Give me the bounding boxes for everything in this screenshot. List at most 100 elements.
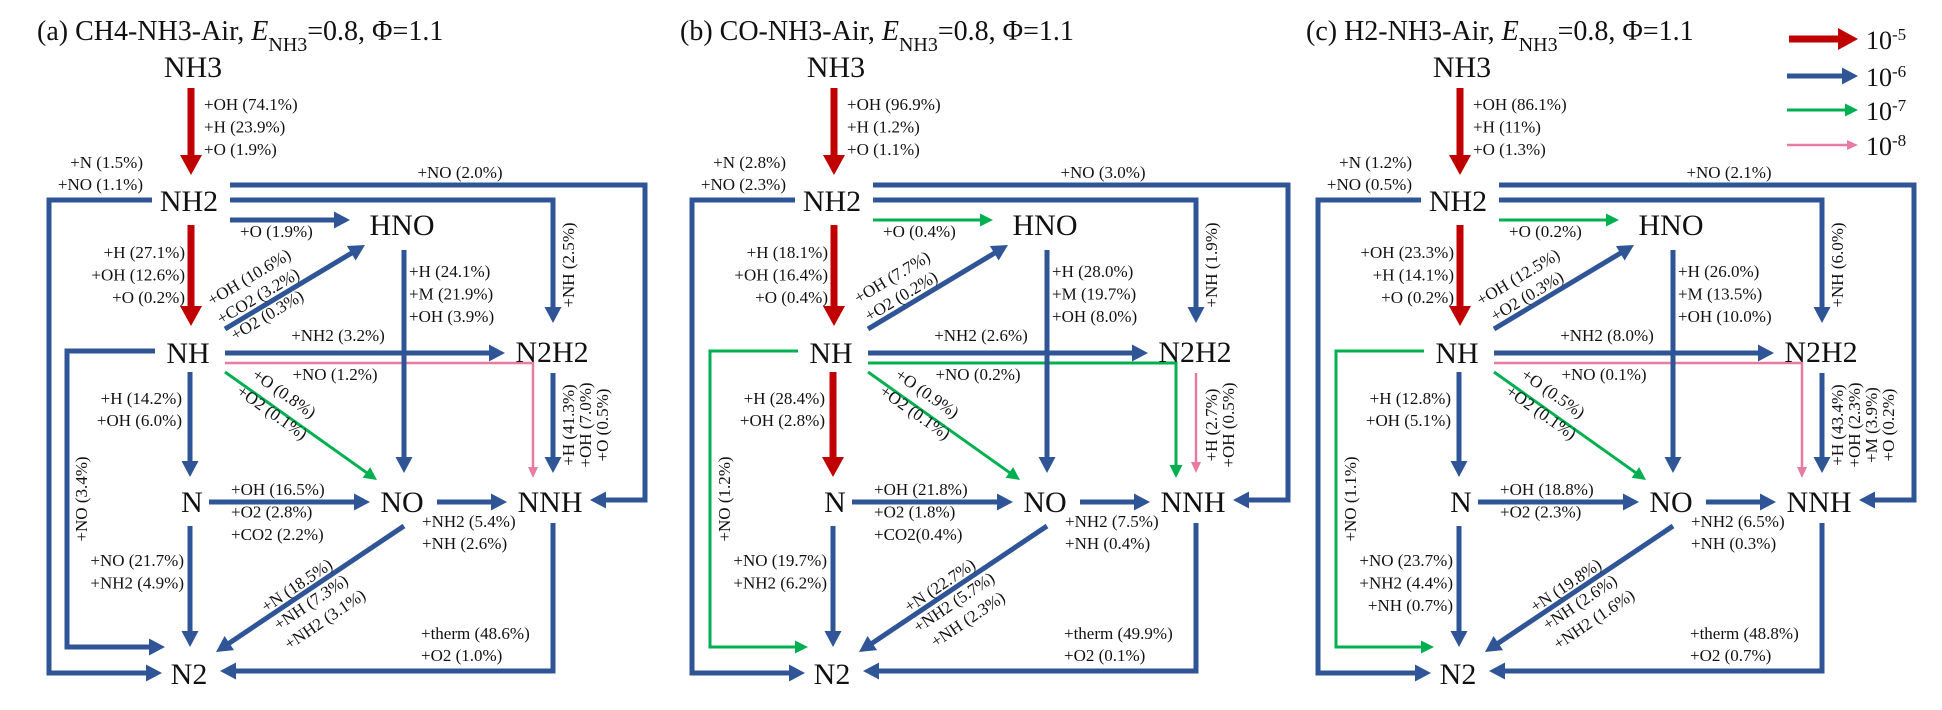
- species-no: NO: [1023, 486, 1066, 519]
- reaction-label: +NH2 (5.4%): [422, 512, 516, 531]
- arrow-head: [181, 461, 199, 477]
- reaction-label: +NO (19.7%): [733, 551, 827, 570]
- reaction-label: +OH (8.0%): [1052, 307, 1137, 326]
- arrow-head: [1134, 493, 1150, 511]
- reaction-label: +OH (16.4%): [734, 266, 828, 285]
- nh2-n2h2-arrow: [230, 197, 562, 323]
- arrow-head: [1421, 640, 1434, 654]
- reaction-label: +OH (74.1%): [204, 95, 298, 114]
- nh2-n2-outer-arrow: [689, 197, 805, 682]
- nh-n2-arrow: [1334, 349, 1434, 654]
- title-mixture: (b) CO-NH3-Air,: [680, 16, 882, 47]
- n-no-arrow: [209, 493, 370, 511]
- species-hno: HNO: [370, 209, 435, 242]
- reaction-label: +NO (3.0%): [1060, 163, 1145, 182]
- title-e-symbol: E: [1501, 16, 1519, 47]
- arrow-shaft: [1504, 523, 1825, 674]
- reaction-label: +OH (5.1%): [1366, 411, 1451, 430]
- arrow-head: [1631, 467, 1646, 480]
- legend-exponent: -6: [1892, 62, 1906, 81]
- species-n2: N2: [1440, 658, 1477, 691]
- arrow-shaft: [1494, 361, 1804, 468]
- arrow-shaft: [1499, 182, 1917, 503]
- arrow-head: [346, 245, 365, 261]
- reaction-label: +NH2 (8.0%): [1560, 326, 1654, 345]
- legend: 10-510-610-710-8: [1787, 25, 1907, 161]
- arrow-shaft: [225, 361, 535, 468]
- species-hno: HNO: [1639, 209, 1704, 242]
- panel-b: (b) CO-NH3-Air, ENH3=0.8, Φ=1.1NH3NH2HNO…: [680, 16, 1291, 691]
- arrow-shaft: [1499, 197, 1825, 308]
- reaction-label: +H (28.4%): [744, 389, 825, 408]
- species-n: N: [181, 486, 203, 519]
- reaction-label: +NH2 (3.2%): [291, 326, 385, 345]
- arrow-head: [1485, 636, 1504, 652]
- reaction-label: +O (0.5%): [593, 389, 612, 462]
- reaction-label: +H (14.2%): [101, 389, 182, 408]
- arrow-shaft: [867, 370, 1012, 475]
- arrow-head: [1233, 491, 1249, 509]
- reaction-label: +NO (2.1%): [1686, 163, 1771, 182]
- n-no-arrow: [1478, 493, 1639, 511]
- arrow-head: [822, 457, 844, 477]
- species-nh2: NH2: [1429, 185, 1487, 218]
- nh-n-arrow: [822, 372, 844, 477]
- arrow-head: [795, 640, 808, 654]
- arrow-shaft: [866, 250, 997, 332]
- reaction-label: +NO (0.1%): [1561, 365, 1646, 384]
- reaction-label: +NO (1.2%): [715, 456, 734, 541]
- reaction-label: +H (26.0%): [1678, 262, 1759, 281]
- arrow-head: [1415, 664, 1431, 682]
- panel-c: (c) H2-NH3-Air, ENH3=0.8, Φ=1.1NH3NH2HNO…: [1306, 16, 1917, 691]
- species-n2h2: N2H2: [1784, 336, 1857, 369]
- arrow-shaft: [868, 361, 1178, 466]
- nh-hno-arrow: [1492, 245, 1634, 332]
- species-nh3: NH3: [1433, 51, 1491, 84]
- arrow-head: [863, 662, 879, 680]
- nh2-hno-arrow: [873, 213, 993, 227]
- n-no-arrow: [852, 493, 1013, 511]
- species-nnh: NNH: [518, 486, 583, 519]
- reaction-label: +NH2 (2.6%): [934, 326, 1028, 345]
- nh2-n2h2-arrow: [1499, 197, 1831, 323]
- nh2-hno-arrow: [1499, 213, 1619, 227]
- nh-nnh-arrow: [225, 361, 538, 478]
- title-conditions: =0.8, Φ=1.1: [307, 16, 443, 47]
- arrow-head: [824, 631, 842, 647]
- reaction-label: +H (27.1%): [104, 243, 185, 262]
- reaction-label: +OH (21.8%): [874, 480, 968, 499]
- species-nh2: NH2: [160, 185, 218, 218]
- species-n2: N2: [171, 658, 208, 691]
- legend-rate-arrow: [1787, 67, 1858, 85]
- legend-base: 10: [1866, 26, 1892, 55]
- nh2-nh-arrow: [1449, 225, 1471, 326]
- species-nh: NH: [1435, 337, 1478, 370]
- n-n2-arrow: [1450, 526, 1468, 647]
- reaction-label: +NH (6.0%): [1828, 222, 1847, 307]
- hno-no-arrow: [1664, 250, 1682, 473]
- reaction-label: +therm (49.9%): [1064, 624, 1173, 643]
- panel-a: (a) CH4-NH3-Air, ENH3=0.8, Φ=1.1NH3NH2HN…: [37, 16, 648, 691]
- nh-n2h2-arrow: [868, 344, 1148, 362]
- reaction-label: +O2 (1.8%): [874, 503, 955, 522]
- reaction-label: +NH (0.3%): [1691, 534, 1776, 553]
- arrow-head: [1623, 493, 1639, 511]
- arrow-head: [1489, 662, 1505, 680]
- arrow-head: [180, 306, 202, 326]
- reaction-label: +M (13.5%): [1678, 285, 1762, 304]
- reaction-label: +M (19.7%): [1052, 285, 1136, 304]
- reaction-label: +H (18.1%): [747, 243, 828, 262]
- legend-label: 10-6: [1866, 62, 1906, 93]
- arrow-shaft: [1493, 370, 1638, 475]
- legend-rate-arrow: [1787, 103, 1858, 117]
- reaction-label: +M (3.9%): [1862, 387, 1881, 463]
- arrow-head: [1449, 155, 1471, 175]
- species-nh3: NH3: [164, 51, 222, 84]
- title-conditions: =0.8, Φ=1.1: [938, 16, 1074, 47]
- n2h2-nnh-arrow: [1813, 373, 1831, 473]
- hno-no-arrow: [1038, 250, 1056, 473]
- nh-n2-arrow: [708, 349, 808, 654]
- arrow-head: [1813, 307, 1831, 323]
- arrow-head: [1664, 457, 1682, 473]
